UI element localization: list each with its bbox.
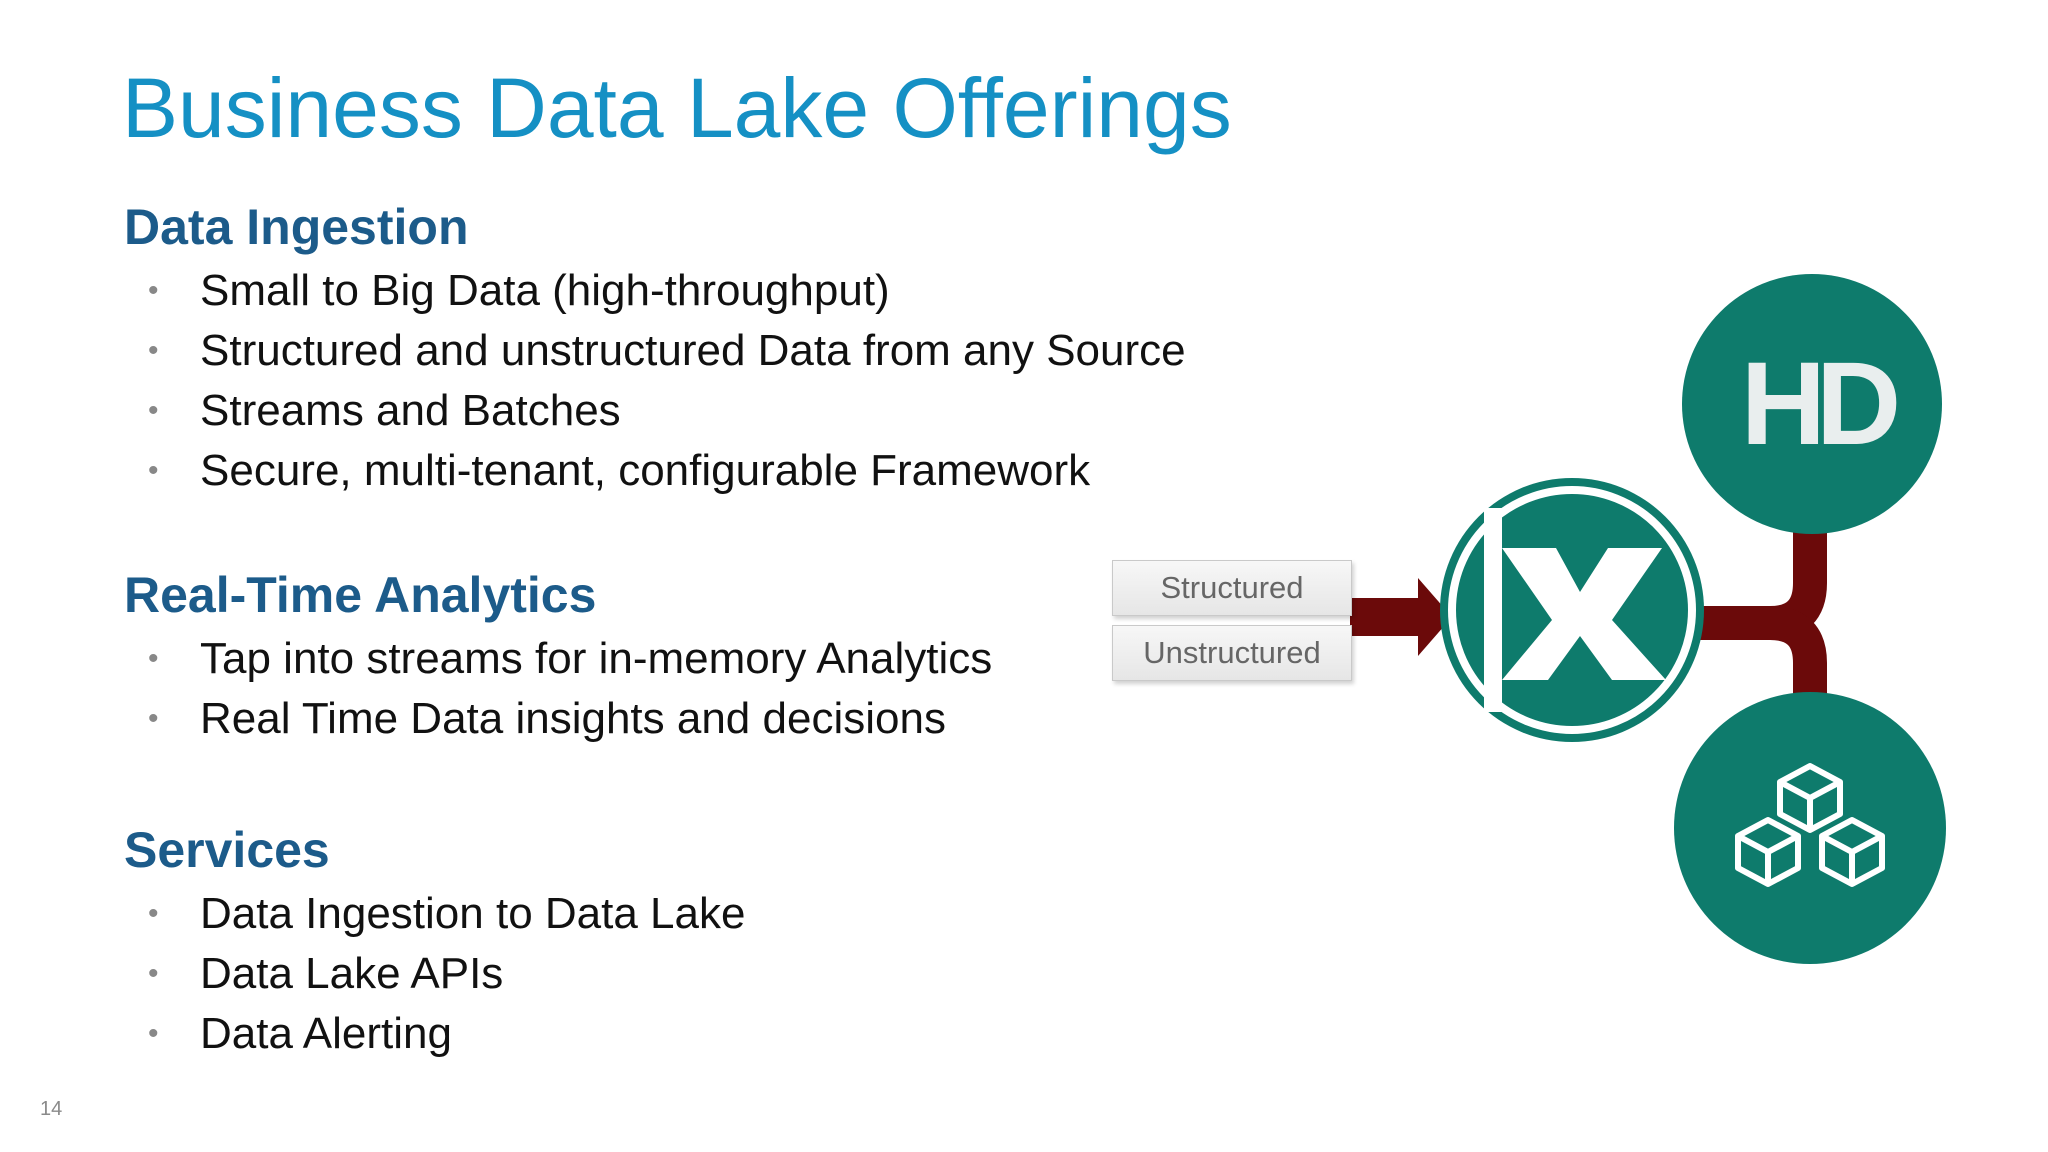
bullet-text: Streams and Batches [200, 386, 621, 435]
list-item: • Small to Big Data (high-throughput) [124, 261, 1186, 321]
bullet-list: • Tap into streams for in-memory Analytic… [124, 629, 992, 749]
bullet-text: Real Time Data insights and decisions [200, 694, 946, 743]
bullet-icon: • [148, 334, 159, 367]
branch-arrows [1700, 530, 1827, 700]
section-heading: Real-Time Analytics [124, 567, 597, 623]
page-number: 14 [40, 1098, 63, 1120]
bullet-list: • Small to Big Data (high-throughput) • St… [124, 261, 1186, 501]
section-data-ingestion: Data Ingestion • Small to Big Data (high-… [124, 200, 1186, 501]
bullet-icon: • [148, 702, 159, 735]
input-arrow [1350, 578, 1452, 656]
section-heading: Services [124, 822, 330, 878]
bullet-icon: • [148, 274, 159, 307]
slide-title: Business Data Lake Offerings [122, 61, 1232, 155]
bullet-list: • Data Ingestion to Data Lake • Data Lake … [124, 884, 745, 1064]
unstructured-label-box: Unstructured [1112, 625, 1352, 681]
section-services: Services • Data Ingestion to Data Lake • D… [124, 823, 745, 1064]
bullet-icon: • [148, 897, 159, 930]
bullet-icon: • [148, 394, 159, 427]
bullet-text: Data Lake APIs [200, 949, 504, 998]
list-item: • Streams and Batches [124, 381, 1186, 441]
bullet-text: Secure, multi-tenant, configurable Frame… [200, 446, 1091, 495]
structured-label-box: Structured [1112, 560, 1352, 616]
cubes-icon [1674, 692, 1946, 964]
list-item: • Structured and unstructured Data from a… [124, 321, 1186, 381]
x-logo-icon [1440, 478, 1704, 742]
list-item: • Data Lake APIs [124, 944, 745, 1004]
bullet-text: Structured and unstructured Data from an… [200, 326, 1186, 375]
bullet-icon: • [148, 642, 159, 675]
list-item: • Secure, multi-tenant, configurable Fram… [124, 441, 1186, 501]
bullet-text: Data Alerting [200, 1009, 452, 1058]
section-real-time-analytics: Real-Time Analytics • Tap into streams fo… [124, 568, 992, 749]
bullet-text: Tap into streams for in-memory Analytics [200, 634, 993, 683]
list-item: • Real Time Data insights and decisions [124, 689, 992, 749]
hd-logo-icon: HD [1682, 274, 1942, 534]
bullet-icon: • [148, 957, 159, 990]
bullet-icon: • [148, 454, 159, 487]
list-item: • Data Alerting [124, 1004, 745, 1064]
bullet-icon: • [148, 1017, 159, 1050]
list-item: • Tap into streams for in-memory Analytic… [124, 629, 992, 689]
section-heading: Data Ingestion [124, 199, 469, 255]
bullet-text: Data Ingestion to Data Lake [200, 889, 746, 938]
list-item: • Data Ingestion to Data Lake [124, 884, 745, 944]
hd-logo-label: HD [1741, 338, 1897, 470]
bullet-text: Small to Big Data (high-throughput) [200, 266, 890, 315]
